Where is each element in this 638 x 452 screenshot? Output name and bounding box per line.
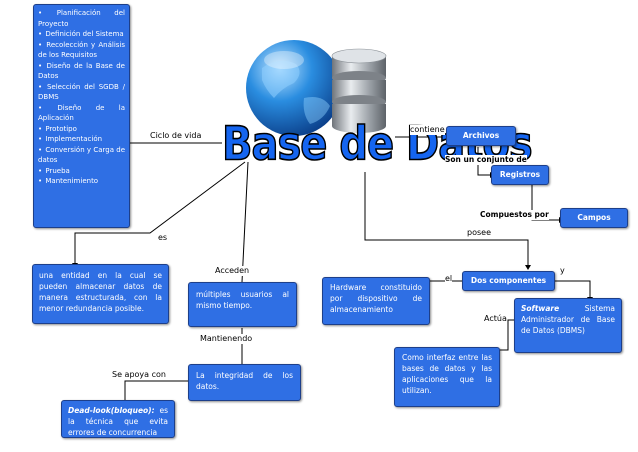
lifecycle-item: • Mantenimiento bbox=[38, 176, 125, 187]
deadlock-rest: es la técnica que evita errores de concu… bbox=[68, 406, 168, 437]
line-software bbox=[555, 280, 591, 297]
node-entidad: una entidad en la cual se pueden almacen… bbox=[32, 264, 169, 324]
lifecycle-item: • Diseño de la Base de Datos bbox=[38, 61, 125, 82]
node-registros: Registros bbox=[491, 165, 549, 185]
lifecycle-item: • Diseño de la Aplicación bbox=[38, 103, 125, 124]
label-compuestos-por: Compuestos por bbox=[480, 210, 549, 220]
lifecycle-item-label: Implementación bbox=[45, 135, 103, 143]
label-son-un-conjunto: Son un conjunto de bbox=[445, 155, 527, 165]
lifecycle-list-box: • Planificación del Proyecto• Definición… bbox=[33, 4, 130, 228]
node-hardware: Hardware constituido por dispositivo de … bbox=[322, 277, 430, 325]
bullet-icon: • bbox=[38, 9, 56, 17]
bullet-icon: • bbox=[38, 40, 46, 49]
label-acceden: Acceden bbox=[215, 266, 250, 276]
line-posee bbox=[364, 172, 529, 265]
lifecycle-item: • Implementación bbox=[38, 134, 125, 145]
lifecycle-item-label: Definición del Sistema bbox=[45, 30, 124, 38]
line-es bbox=[74, 161, 246, 263]
lifecycle-item-label: Prueba bbox=[45, 166, 70, 175]
bullet-icon: • bbox=[38, 166, 45, 175]
label-ciclo-de-vida: Ciclo de vida bbox=[150, 131, 202, 141]
bullet-icon: • bbox=[38, 82, 46, 91]
arrow-dos bbox=[525, 265, 531, 270]
label-y: y bbox=[560, 266, 565, 276]
lifecycle-item: • Planificación del Proyecto bbox=[38, 8, 125, 29]
label-se-apoya-con: Se apoya con bbox=[112, 370, 166, 380]
node-archivos: Archivos bbox=[446, 126, 516, 146]
lifecycle-item-label: Conversión y Carga de datos bbox=[38, 145, 126, 165]
bullet-icon: • bbox=[38, 135, 45, 143]
lifecycle-item-label: Diseño de la Base de Datos bbox=[38, 61, 125, 81]
bullet-icon: • bbox=[38, 145, 45, 154]
software-rest: Sistema Administrador de Base de Datos (… bbox=[521, 304, 615, 335]
lifecycle-item: • Prueba bbox=[38, 166, 125, 177]
software-em: Software bbox=[521, 304, 560, 313]
label-es: es bbox=[158, 233, 168, 243]
node-interfaz: Como interfaz entre las bases de datos y… bbox=[394, 347, 500, 407]
label-posee: posee bbox=[467, 228, 491, 238]
node-software: Software Sistema Administrador de Base d… bbox=[514, 298, 622, 353]
deadlock-em: Dead-look(bloqueo): bbox=[68, 406, 155, 415]
label-mantienendo: Mantienendo bbox=[200, 334, 253, 344]
lifecycle-list: • Planificación del Proyecto• Definición… bbox=[38, 8, 125, 187]
lifecycle-item-label: Prototipo bbox=[45, 124, 77, 133]
label-actua: Actúa bbox=[484, 314, 507, 324]
lifecycle-item-label: Mantenimiento bbox=[45, 177, 99, 185]
line-campos bbox=[531, 185, 559, 221]
lifecycle-item-label: Selección del SGDB / DBMS bbox=[38, 82, 125, 102]
bullet-icon: • bbox=[38, 30, 45, 38]
node-dos-componentes: Dos componentes bbox=[462, 271, 555, 291]
bullet-icon: • bbox=[38, 61, 46, 70]
line-apoya bbox=[124, 380, 188, 400]
lifecycle-item: • Selección del SGDB / DBMS bbox=[38, 82, 125, 103]
lifecycle-item-label: Recolección y Análisis de los Requisitos bbox=[38, 40, 125, 60]
node-campos: Campos bbox=[560, 208, 628, 228]
lifecycle-item: • Recolección y Análisis de los Requisit… bbox=[38, 40, 125, 61]
lifecycle-item: • Prototipo bbox=[38, 124, 125, 135]
lifecycle-item-label: Planificación del Proyecto bbox=[38, 9, 125, 28]
globe-database-icon bbox=[246, 40, 387, 136]
lifecycle-item: • Conversión y Carga de datos bbox=[38, 145, 125, 166]
label-el: el bbox=[445, 274, 453, 284]
node-integridad: La integridad de los datos. bbox=[188, 364, 301, 401]
lifecycle-item-label: Diseño de la Aplicación bbox=[38, 103, 125, 123]
bullet-icon: • bbox=[38, 124, 45, 133]
line-acceden bbox=[241, 161, 249, 283]
bullet-icon: • bbox=[38, 103, 57, 112]
node-usuarios: múltiples usuarios al mismo tiempo. bbox=[188, 282, 297, 327]
node-deadlock: Dead-look(bloqueo): es la técnica que ev… bbox=[61, 400, 175, 438]
lifecycle-item: • Definición del Sistema bbox=[38, 29, 125, 40]
label-contiene: contiene bbox=[410, 125, 445, 135]
bullet-icon: • bbox=[38, 177, 45, 185]
